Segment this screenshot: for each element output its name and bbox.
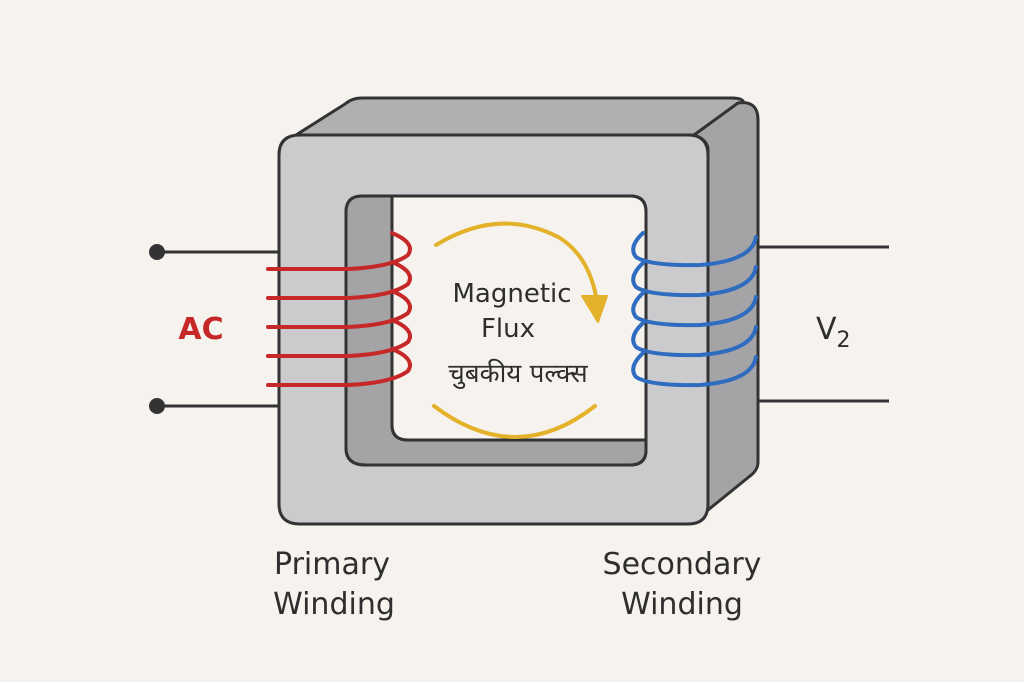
core-top-face <box>294 96 746 137</box>
secondary-coil-turn <box>631 231 758 268</box>
secondary-coil-turn <box>631 351 758 388</box>
secondary-label-line2: Winding <box>621 587 743 622</box>
primary-label-line2: Winding <box>273 587 395 622</box>
flux-label-hindi: चुबकीय पल्क्स <box>448 358 588 389</box>
input-terminals <box>149 244 282 414</box>
output-terminals <box>758 245 889 403</box>
primary-coil-turn <box>266 289 412 329</box>
primary-coil-turn <box>266 318 412 358</box>
flux-label-line1: Magnetic <box>452 279 571 309</box>
ac-label: AC <box>178 312 223 347</box>
secondary-coil-turn <box>631 291 758 328</box>
v2-label: V2 <box>816 312 851 353</box>
secondary-coil <box>631 231 758 388</box>
terminal-dot-bottom <box>149 398 165 414</box>
flux-arrows <box>432 221 608 439</box>
core-window <box>390 194 648 442</box>
primary-coil-turn <box>266 347 412 387</box>
transformer-core <box>277 96 760 526</box>
terminal-dot-top <box>149 244 165 260</box>
secondary-coil-turn <box>631 321 758 358</box>
primary-coil-turn <box>266 260 412 300</box>
primary-coil-turn <box>266 231 412 271</box>
primary-label-line1: Primary <box>274 547 390 582</box>
v2-label-subscript: 2 <box>837 328 851 353</box>
flux-arc-bottom <box>432 404 597 439</box>
primary-coil <box>266 231 412 387</box>
v2-label-main: V <box>816 312 837 347</box>
secondary-coil-turn <box>631 261 758 298</box>
secondary-label-line1: Secondary <box>603 547 762 582</box>
flux-arc-top <box>434 221 598 298</box>
flux-arrowhead <box>581 295 608 323</box>
flux-label-line2: Flux <box>481 314 535 344</box>
